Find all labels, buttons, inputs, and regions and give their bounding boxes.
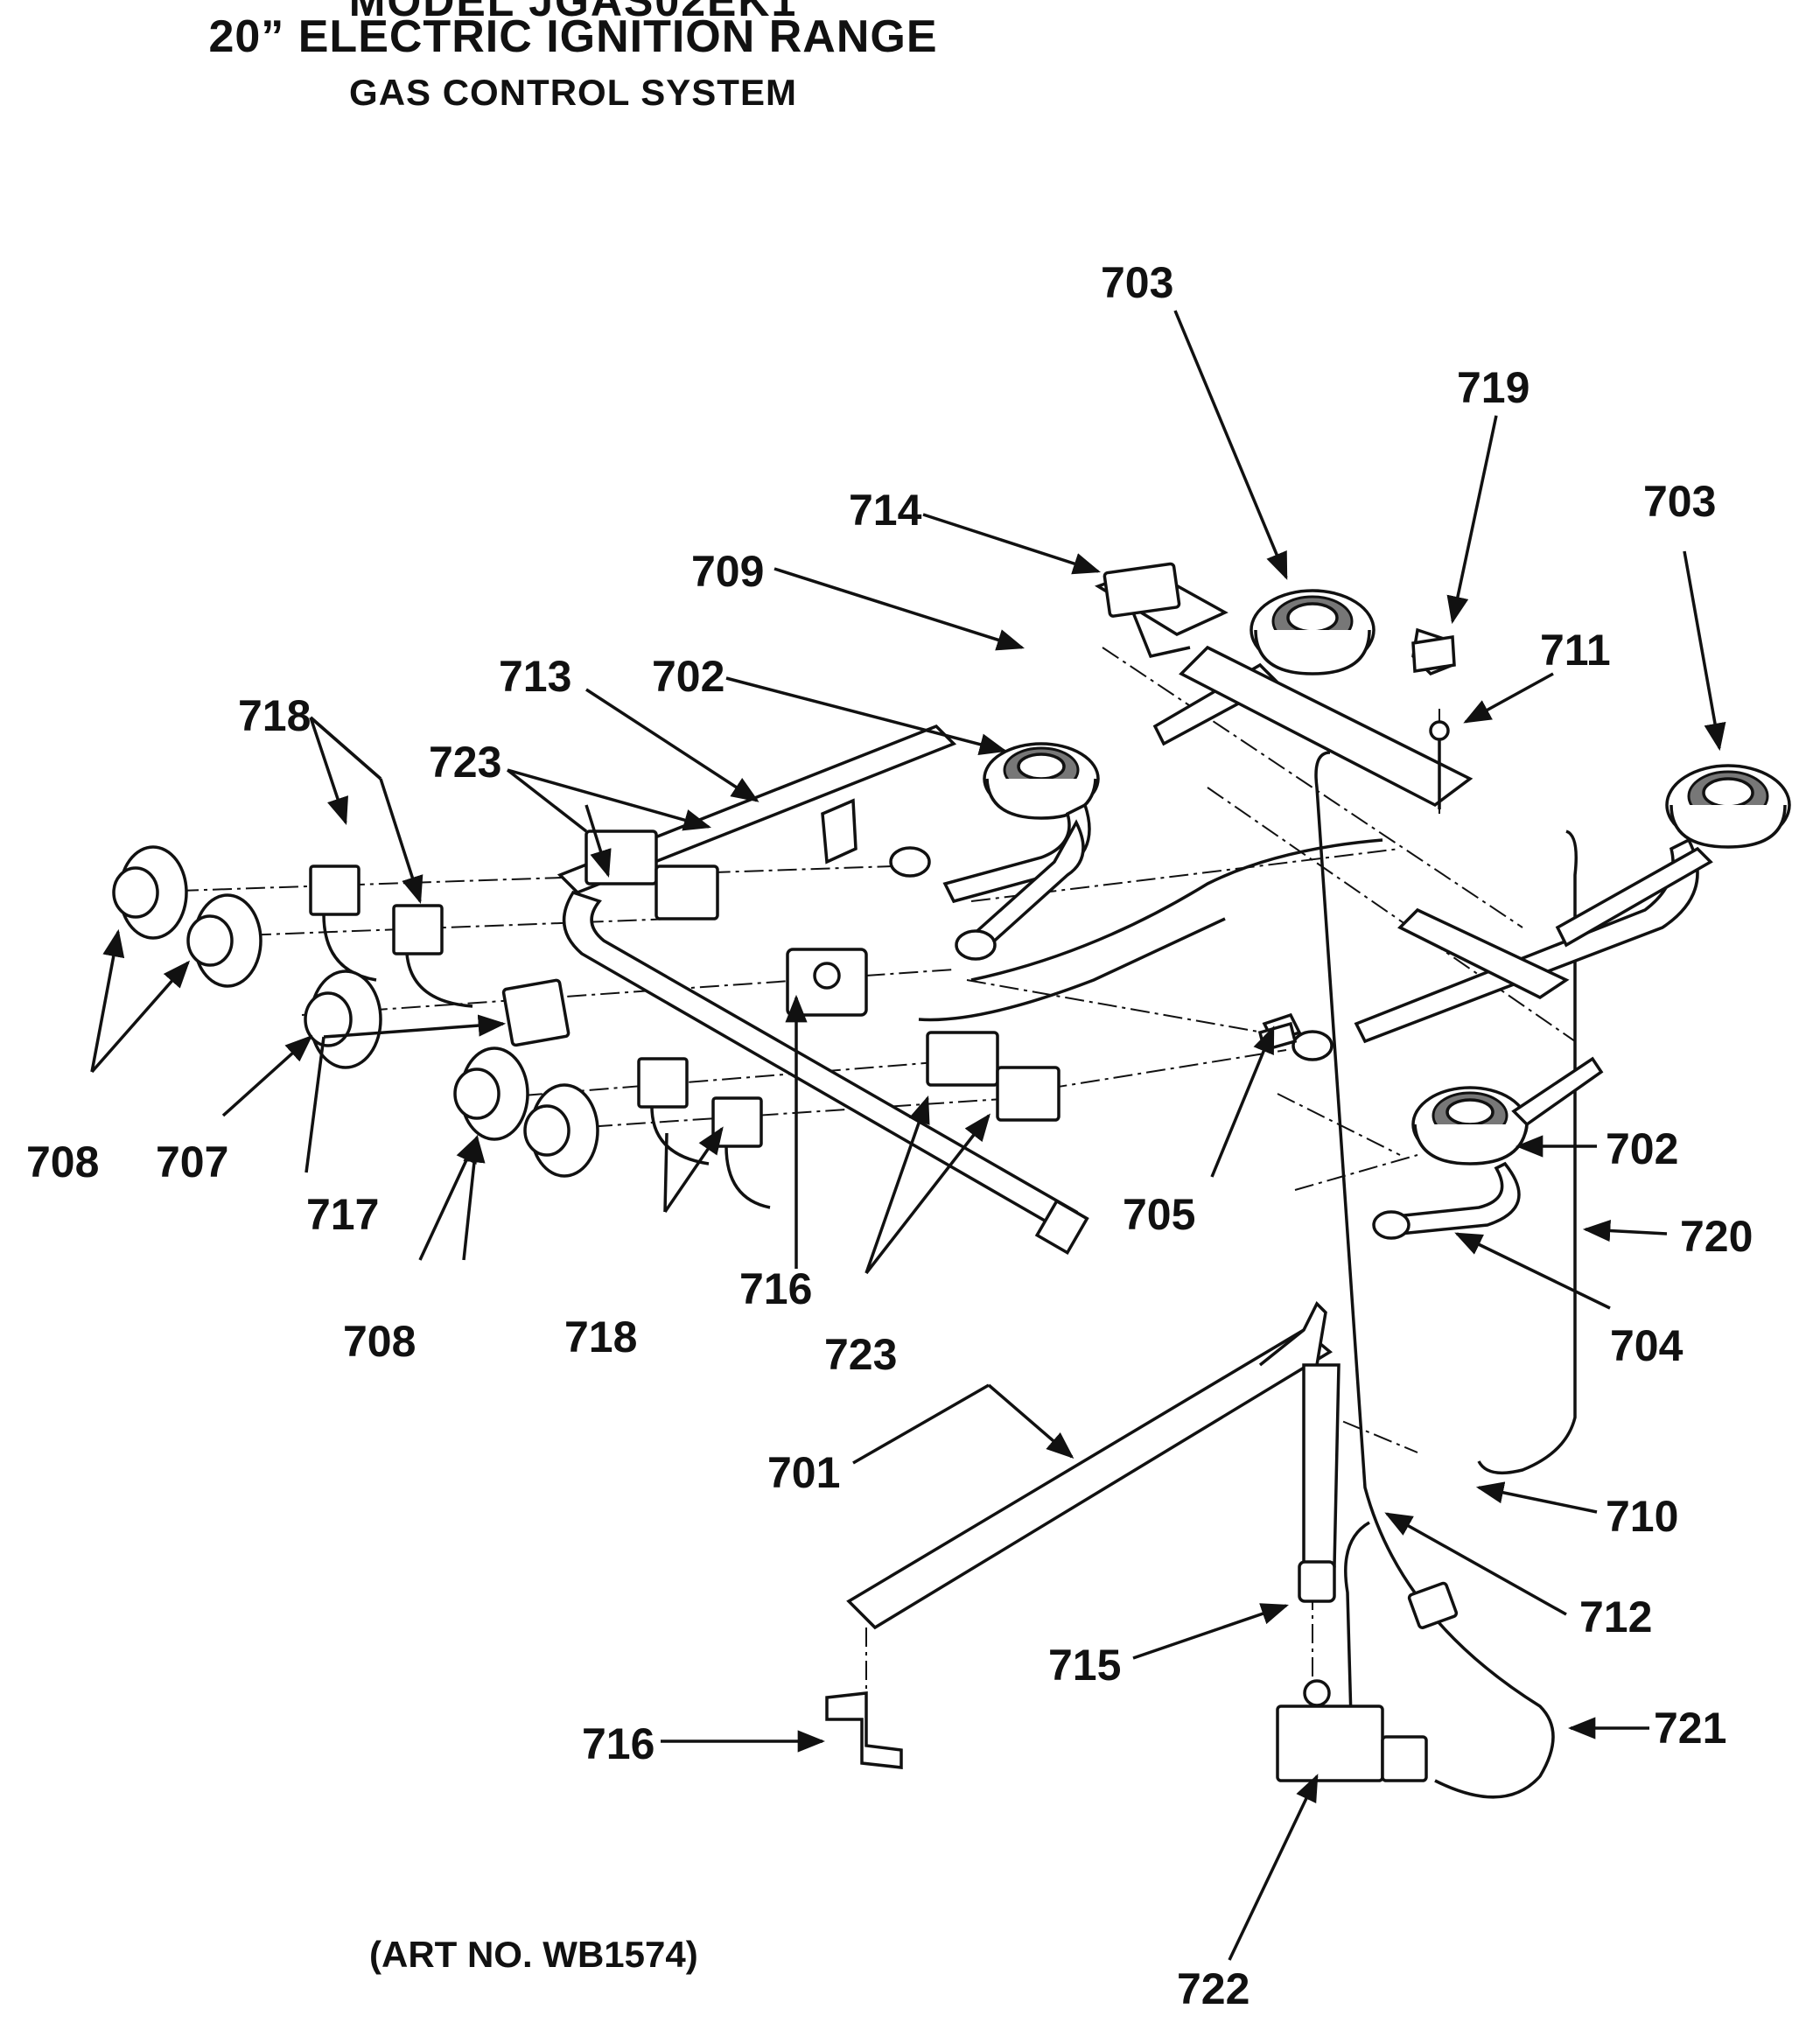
callout-716-bottom: 716: [582, 1719, 654, 1768]
callout-716-top: 716: [739, 1264, 812, 1313]
callout-702-right: 702: [1606, 1124, 1678, 1173]
callout-labels: 703 719 703 714 709 711 713 702 718 723 …: [26, 258, 1753, 2013]
callout-701: 701: [767, 1448, 840, 1497]
burner-rear-right: [1292, 764, 1791, 1061]
callout-714: 714: [849, 486, 922, 535]
callout-704: 704: [1610, 1321, 1684, 1370]
thermostat: [1276, 1581, 1459, 1782]
callout-708-left: 708: [26, 1138, 99, 1186]
callout-712: 712: [1579, 1592, 1652, 1642]
callout-709: 709: [691, 547, 764, 596]
callout-703-right: 703: [1643, 477, 1716, 526]
gas-manifold: [556, 724, 1089, 1256]
callout-723-top: 723: [429, 738, 501, 787]
section-title: GAS CONTROL SYSTEM: [349, 72, 797, 113]
ignition-switches: [309, 864, 771, 1209]
tubing: [918, 751, 1578, 1799]
art-number: (ART NO. WB1574): [369, 1934, 698, 1975]
burner-front-left: [889, 742, 1100, 961]
callout-717: 717: [306, 1190, 379, 1239]
callout-722: 722: [1177, 1964, 1250, 2013]
oven-burner: [825, 1301, 1340, 1769]
callout-713: 713: [499, 652, 571, 701]
model-title: MODEL JGAS02EK1: [348, 0, 798, 25]
burner-front-right: [1372, 1056, 1604, 1240]
callout-710: 710: [1606, 1492, 1678, 1541]
callout-711: 711: [1540, 626, 1611, 675]
callout-705: 705: [1123, 1190, 1195, 1239]
callout-723-bottom: 723: [824, 1330, 897, 1379]
callout-702-top: 702: [652, 652, 724, 701]
leader-lines: [90, 310, 1726, 1961]
product-title: 20” ELECTRIC IGNITION RANGE: [208, 11, 938, 62]
callout-718-top: 718: [238, 691, 311, 740]
callout-715: 715: [1048, 1641, 1121, 1690]
callout-718-bottom: 718: [564, 1312, 637, 1362]
callout-708-bottom: 708: [343, 1317, 416, 1366]
knobs: [112, 845, 599, 1178]
callout-707: 707: [156, 1138, 228, 1186]
callout-721: 721: [1654, 1704, 1726, 1753]
callout-720: 720: [1680, 1212, 1753, 1261]
callout-719: 719: [1457, 363, 1530, 412]
callout-703-left: 703: [1101, 258, 1173, 307]
